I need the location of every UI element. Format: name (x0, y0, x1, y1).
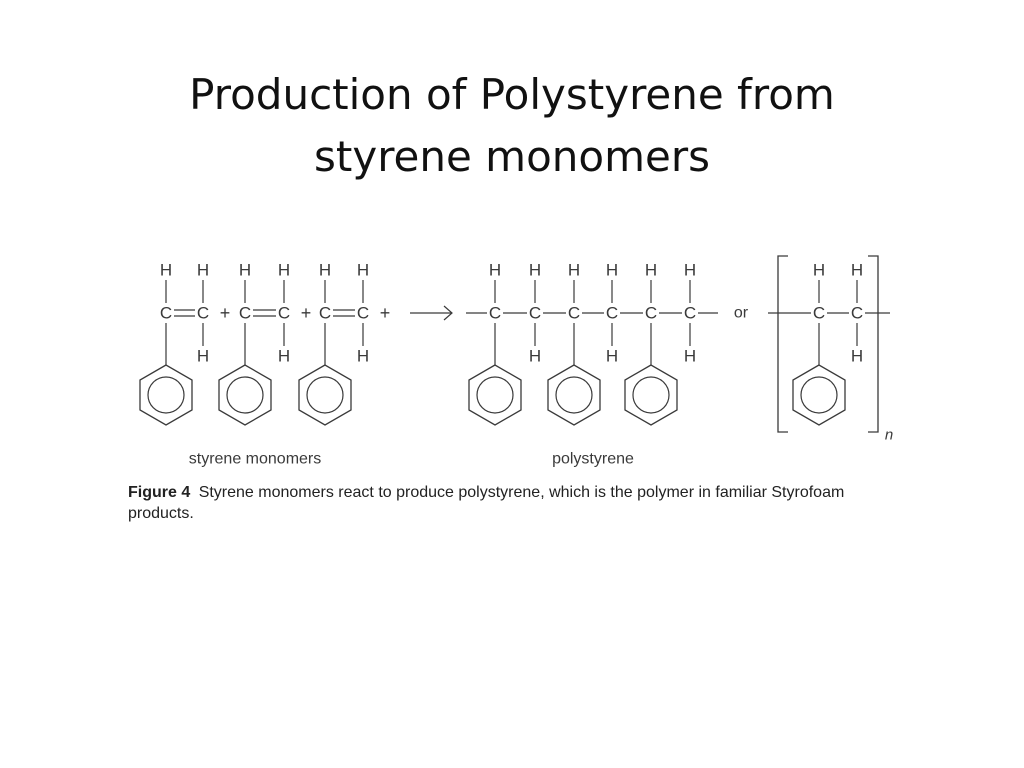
benzene-ring-polymer-1-ring (476, 376, 514, 414)
carbon-atom: C (529, 304, 541, 323)
benzene-ring-monomer-2 (218, 364, 272, 426)
hydrogen-atom: H (529, 261, 541, 280)
benzene-ring-polymer-2-ring (555, 376, 593, 414)
hydrogen-atom: H (645, 261, 657, 280)
hydrogen-atom: H (239, 261, 251, 280)
plus-sign: + (380, 303, 391, 323)
carbon-atom: C (489, 304, 501, 323)
benzene-ring-monomer-3 (298, 364, 352, 426)
benzene-ring-polymer-3-ring (632, 376, 670, 414)
carbon-atom: C (197, 304, 209, 323)
title-line-1: Production of Polystyrene from (189, 70, 835, 120)
left-bracket (777, 255, 788, 433)
benzene-ring-repeat-unit-ring (800, 376, 838, 414)
hydrogen-atom: H (160, 261, 172, 280)
hydrogen-atom: H (529, 347, 541, 366)
carbon-atom: C (684, 304, 696, 323)
benzene-ring-repeat-unit (792, 364, 846, 426)
hydrogen-atom: H (278, 347, 290, 366)
or-label: or (734, 305, 749, 322)
hydrogen-atom: H (357, 347, 369, 366)
hydrogen-atom: H (319, 261, 331, 280)
benzene-ring-monomer-1-ring (147, 376, 185, 414)
carbon-atom: C (851, 304, 863, 323)
hydrogen-atom: H (851, 261, 863, 280)
carbon-atom: C (357, 304, 369, 323)
right-bracket (868, 255, 879, 433)
carbon-atom: C (160, 304, 172, 323)
carbon-atom: C (645, 304, 657, 323)
hydrogen-atom: H (357, 261, 369, 280)
reaction-arrow-head (443, 305, 453, 321)
hydrogen-atom: H (606, 347, 618, 366)
hydrogen-atom: H (278, 261, 290, 280)
hydrogen-atom: H (489, 261, 501, 280)
repeat-count-n: n (885, 427, 893, 444)
hydrogen-atom: H (684, 261, 696, 280)
figure-caption: Figure 4 Styrene monomers react to produ… (128, 482, 848, 524)
slide-title: Production of Polystyrene from styrene m… (62, 64, 962, 188)
benzene-ring-polymer-2 (547, 364, 601, 426)
benzene-ring-polymer-1 (468, 364, 522, 426)
hydrogen-atom: H (606, 261, 618, 280)
carbon-atom: C (278, 304, 290, 323)
benzene-ring-monomer-2-ring (226, 376, 264, 414)
plus-sign: + (220, 303, 231, 323)
benzene-ring-polymer-3 (624, 364, 678, 426)
carbon-atom: C (239, 304, 251, 323)
hydrogen-atom: H (197, 261, 209, 280)
benzene-ring-monomer-1 (139, 364, 193, 426)
hydrogen-atom: H (851, 347, 863, 366)
title-line-2: styrene monomers (313, 132, 711, 182)
hydrogen-atom: H (813, 261, 825, 280)
carbon-atom: C (319, 304, 331, 323)
carbon-atom: C (813, 304, 825, 323)
figure-caption-label: Figure 4 (128, 484, 191, 501)
carbon-atom: C (606, 304, 618, 323)
hydrogen-atom: H (568, 261, 580, 280)
styrene-monomers-label: styrene monomers (189, 451, 322, 468)
hydrogen-atom: H (197, 347, 209, 366)
carbon-atom: C (568, 304, 580, 323)
polystyrene-label: polystyrene (552, 451, 634, 468)
benzene-ring-monomer-3-ring (306, 376, 344, 414)
figure-caption-text: Styrene monomers react to produce polyst… (128, 484, 845, 522)
hydrogen-atom: H (684, 347, 696, 366)
plus-sign: + (301, 303, 312, 323)
